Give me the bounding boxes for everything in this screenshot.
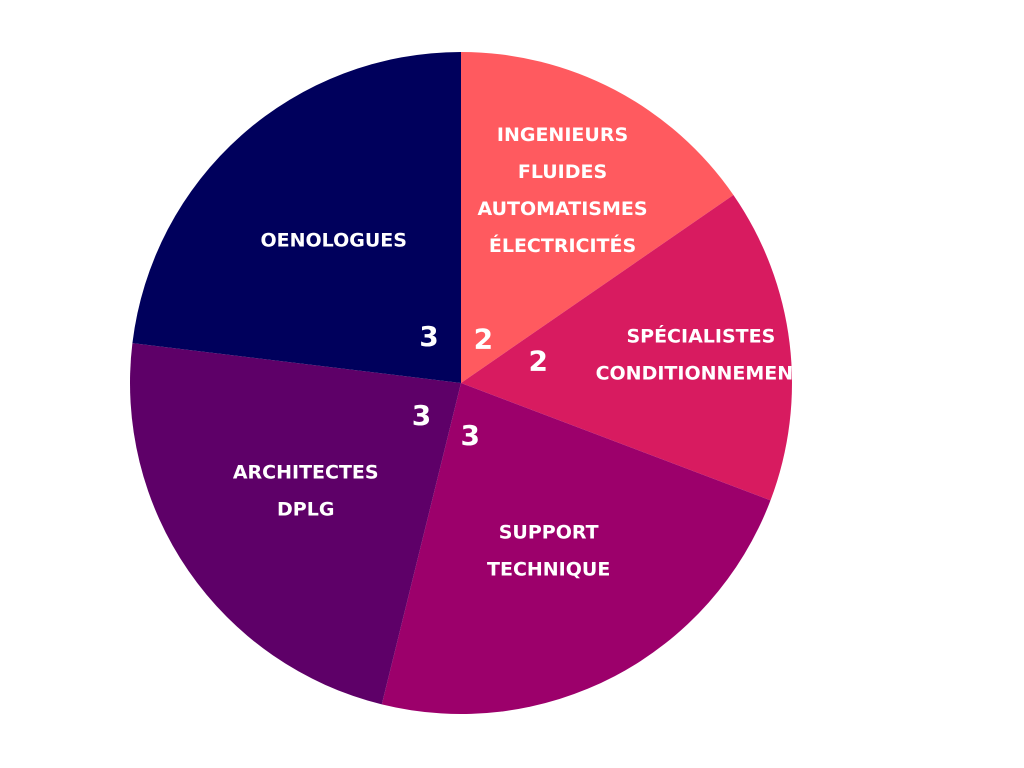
- slice-value-label: 2: [529, 344, 548, 377]
- pie-slice: [130, 343, 461, 705]
- slice-label-line: SPÉCIALISTES: [626, 324, 775, 347]
- pie-slice: [381, 383, 771, 714]
- slice-label: ARCHITECTES DPLG: [233, 462, 379, 521]
- pie-slice: [461, 194, 792, 501]
- pie-slice: [132, 52, 461, 383]
- slice-label-line: ARCHITECTES: [233, 462, 379, 484]
- slice-label-line: INGENIEURS: [497, 124, 628, 146]
- slice-label-line: CONDITIONNEMENT: [596, 362, 807, 384]
- slice-label-line: TECHNIQUE: [487, 559, 610, 581]
- slice-label: INGENIEURS FLUIDES AUTOMATISMES ÉLECTRICITÉ…: [477, 124, 647, 257]
- slice-label-line: FLUIDES: [518, 161, 607, 183]
- slice-label: SPÉCIALISTES CONDITIONNEMENT: [596, 324, 807, 384]
- slice-label-line: ÉLECTRICITÉS: [489, 234, 636, 257]
- slice-label: SUPPORT TECHNIQUE: [487, 522, 610, 581]
- slice-label: OENOLOGUES: [260, 229, 406, 251]
- labels-layer: INGENIEURS FLUIDES AUTOMATISMES ÉLECTRICITÉ…: [233, 124, 806, 580]
- slice-label-line: OENOLOGUES: [260, 229, 406, 251]
- pie-slice: [461, 52, 734, 383]
- slice-value-label: 3: [419, 320, 438, 353]
- slice-label-line: SUPPORT: [499, 522, 599, 544]
- slice-value-label: 2: [474, 322, 493, 355]
- slice-label-line: DPLG: [277, 499, 334, 521]
- slices-layer: [130, 52, 792, 714]
- slice-value-label: 3: [412, 399, 431, 432]
- slice-label-line: AUTOMATISMES: [477, 198, 647, 220]
- slice-value-label: 3: [461, 419, 480, 452]
